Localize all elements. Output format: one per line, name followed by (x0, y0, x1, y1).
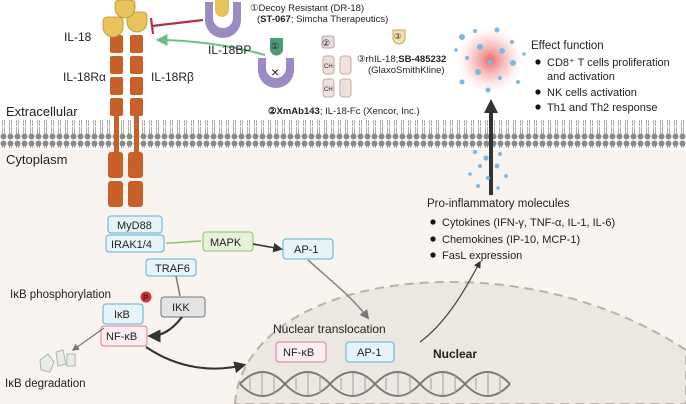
svg-text:FasL expression: FasL expression (442, 250, 522, 262)
phospho-badge-label: P (143, 294, 149, 303)
badge-1: ① (271, 41, 279, 51)
mapk-to-ap1-arrow (252, 242, 283, 253)
il18-receptor (108, 35, 143, 207)
badge-2: ② (322, 38, 330, 48)
irak-box: IRAK1/4 (105, 234, 165, 253)
svg-text:AP-1: AP-1 (357, 347, 381, 359)
svg-text:MAPK: MAPK (210, 237, 242, 249)
nuclear-ap1-box: AP-1 (345, 341, 395, 363)
ch-label-top: CH (324, 64, 333, 70)
inhibition-line (151, 18, 204, 28)
dna-strand-b (239, 371, 511, 397)
decoy-il18-icon (270, 38, 283, 56)
effect-title: Effect function (531, 40, 604, 52)
ikk-to-nfkb-arrow (147, 316, 183, 343)
il18-ligand-icon (215, 0, 229, 17)
decoy-il18bp-icon (258, 58, 294, 88)
fc-domain-bottom (322, 78, 335, 98)
drug1-line2: (ST-067; Simcha Therapeutics) (257, 14, 388, 25)
svg-text:NK cells activation: NK cells activation (547, 87, 637, 99)
il18rb-label: IL-18Rβ (151, 70, 194, 84)
cytoplasm-label: Cytoplasm (6, 152, 67, 167)
effect-list: CD8⁺ T cells proliferation and activatio… (535, 57, 670, 114)
mapk-box: MAPK (202, 231, 254, 252)
il18bp-label: IL-18BP (208, 43, 251, 57)
svg-text:IκB: IκB (114, 309, 130, 321)
inhibition-bar (149, 17, 155, 35)
svg-text:IKK: IKK (172, 302, 190, 314)
il18ra-label: IL-18Rα (63, 70, 106, 84)
ikb-degradation-arrow (71, 327, 105, 351)
irak-to-mapk-arrow (165, 240, 202, 244)
fc-fusion-icon (321, 35, 335, 49)
extracellular-label: Extracellular (6, 104, 78, 119)
cytokine-dots (454, 27, 526, 190)
svg-text:IRAK1/4: IRAK1/4 (111, 239, 152, 251)
to-proinflammatory-arrow (419, 260, 481, 343)
nuclear-translocation-label: Nuclear translocation (273, 322, 386, 336)
degraded-ikb-icon (39, 349, 76, 373)
ap1-box: AP-1 (282, 238, 334, 260)
ikb-box: IκB (102, 303, 144, 325)
svg-text:Chemokines (IP-10, MCP-1): Chemokines (IP-10, MCP-1) (442, 234, 580, 246)
green-arrow (155, 34, 266, 56)
svg-text:Cytokines (IFN-γ, TNF-α, IL-1,: Cytokines (IFN-γ, TNF-α, IL-1, IL-6) (442, 217, 615, 229)
il18-ligand-icon (102, 16, 124, 38)
svg-text:MyD88: MyD88 (117, 220, 152, 232)
nuclear-label: Nuclear (433, 347, 477, 361)
nfkb-to-nucleus-arrow (145, 346, 247, 374)
svg-text:Th1 and Th2 response: Th1 and Th2 response (547, 102, 657, 114)
svg-text:NF-κB: NF-κB (106, 331, 137, 343)
il18-ligand-icon (114, 0, 136, 19)
phospho-badge (140, 291, 152, 303)
proinflammatory-title: Pro-inflammatory molecules (427, 198, 570, 210)
fc-domain-top (322, 55, 335, 75)
svg-text:NF-κB: NF-κB (283, 347, 314, 359)
drug1-line1: ①Decoy Resistant (DR-18) (250, 3, 364, 14)
ap1-translocation-arrow (307, 259, 370, 320)
drug3-line2: (GlaxoSmithKline) (368, 65, 445, 76)
traf6-to-ikk-line (175, 275, 181, 297)
svg-text:AP-1: AP-1 (294, 244, 318, 256)
dna-rungs (249, 373, 501, 395)
il18-label: IL-18 (64, 30, 92, 44)
svg-text:CD8⁺ T cells proliferation: CD8⁺ T cells proliferation (547, 57, 670, 69)
traf6-box: TRAF6 (145, 258, 197, 277)
svg-text:and activation: and activation (547, 71, 615, 83)
drug2-label: ②XmAb143; IL-18-Fc (Xencor, Inc.) (268, 106, 420, 117)
svg-text:TRAF6: TRAF6 (155, 263, 190, 275)
cross-icon: × (271, 64, 279, 80)
ikb-degradation-label: IκB degradation (5, 378, 86, 390)
cell-membrane (0, 120, 686, 148)
secretion-arrow-head (484, 99, 498, 113)
nfkb-box: NF-κB (100, 325, 148, 347)
il18bp-icon (205, 2, 241, 38)
nuclear-nfkb-box: NF-κB (275, 341, 327, 363)
rhil18-icon (392, 29, 406, 45)
ikb-phosphorylation-label: IκB phosphorylation (10, 289, 111, 301)
drug3-line1: ③rhIL-18;SB-485232 (357, 54, 446, 65)
ch-label-bottom: CH (324, 87, 333, 93)
proinflammatory-list: Cytokines (IFN-γ, TNF-α, IL-1, IL-6) Che… (430, 217, 615, 262)
myd88-box: MyD88 (107, 215, 163, 234)
ikk-box: IKK (160, 296, 206, 318)
badge-3: ③ (394, 32, 401, 41)
